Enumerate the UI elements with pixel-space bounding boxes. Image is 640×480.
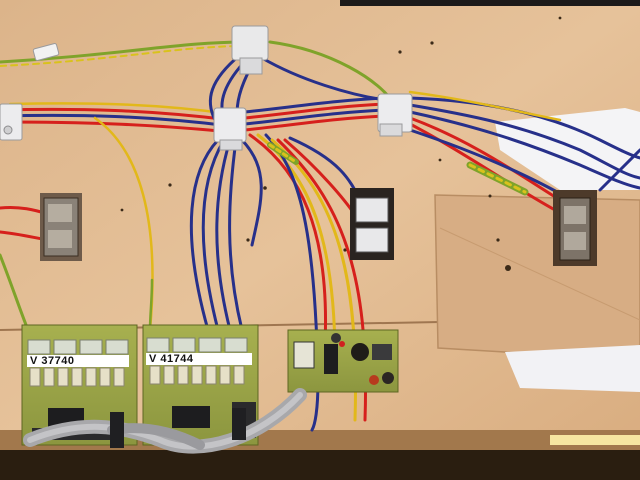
cable-clip-top [231, 25, 269, 75]
bottom-shadow [0, 448, 640, 480]
paper-bottom [505, 345, 640, 392]
ribbon-connector-right [232, 408, 246, 440]
small-clip-top-left [32, 43, 60, 61]
small-board-center [287, 329, 399, 393]
top-edge [340, 0, 640, 6]
ribbon-connector-left [110, 412, 124, 448]
right-panel-line [439, 227, 640, 321]
screw-holes [120, 16, 562, 271]
cable-clip-right [377, 93, 413, 137]
paper-top [495, 108, 640, 190]
wire-bundle [0, 40, 640, 432]
board-label-middle: V 41744 [146, 353, 252, 365]
board-label-left: V 37740 [27, 355, 129, 367]
light-strip [550, 435, 640, 445]
switch-left [40, 193, 82, 261]
cable-clip-middle [213, 107, 247, 151]
cable-clip-left [0, 103, 23, 141]
right-panel [434, 194, 640, 361]
switch-right [553, 190, 597, 266]
switch-center [350, 188, 394, 260]
